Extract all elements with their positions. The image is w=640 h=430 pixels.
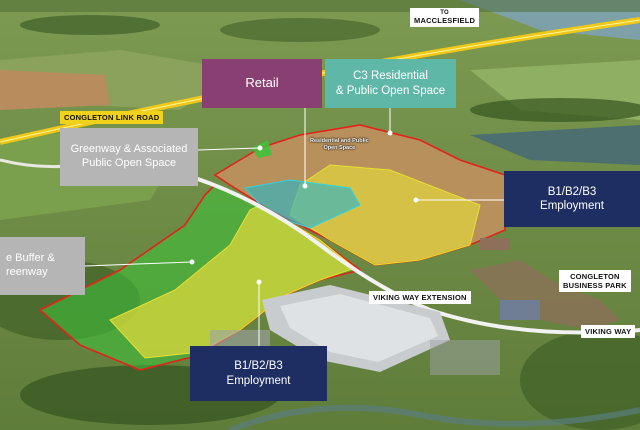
congleton-business-park-label: CONGLETON BUSINESS PARK — [559, 270, 631, 292]
retail-label-text: Retail — [245, 75, 279, 91]
retail-label: Retail — [202, 59, 322, 108]
employment-bottom-label-text: B1/B2/B3 Employment — [226, 360, 291, 387]
greenway-label-text: Greenway & Associated Public Open Space — [70, 143, 188, 169]
viking-way-extension-label: VIKING WAY EXTENSION — [369, 291, 471, 304]
residential-note-line-2: Open Space — [323, 144, 356, 151]
viking-way-label: VIKING WAY — [581, 325, 636, 338]
greenway-label: Greenway & Associated Public Open Space — [60, 128, 198, 186]
residential-note: Residential and Public Open Space — [310, 138, 369, 151]
business-park-line-2: BUSINESS PARK — [563, 281, 627, 290]
to-macclesfield-text: MACCLESFIELD — [414, 15, 476, 25]
business-park-line-1: CONGLETON — [570, 272, 620, 281]
lake — [470, 125, 640, 165]
c3-residential-label-text: C3 Residential & Public Open Space — [335, 70, 446, 97]
congleton-link-road-label: CONGLETON LINK ROAD — [60, 111, 164, 124]
employment-right-label-text: B1/B2/B3 Employment — [540, 185, 604, 212]
employment-bottom-label: B1/B2/B3 Employment — [190, 346, 327, 401]
to-macclesfield-label: TO MACCLESFIELD — [410, 8, 480, 27]
business-park — [470, 260, 620, 330]
c3-residential-label: C3 Residential & Public Open Space — [325, 59, 456, 108]
buffer-greenway-label: e Buffer & reenway — [0, 237, 85, 295]
buffer-greenway-label-text: e Buffer & reenway — [6, 252, 55, 278]
residential-note-line-1: Residential and Public — [310, 138, 369, 144]
ploughed-field — [0, 70, 110, 110]
employment-right-label: B1/B2/B3 Employment — [504, 171, 640, 227]
to-macclesfield-prefix: TO — [440, 10, 449, 16]
